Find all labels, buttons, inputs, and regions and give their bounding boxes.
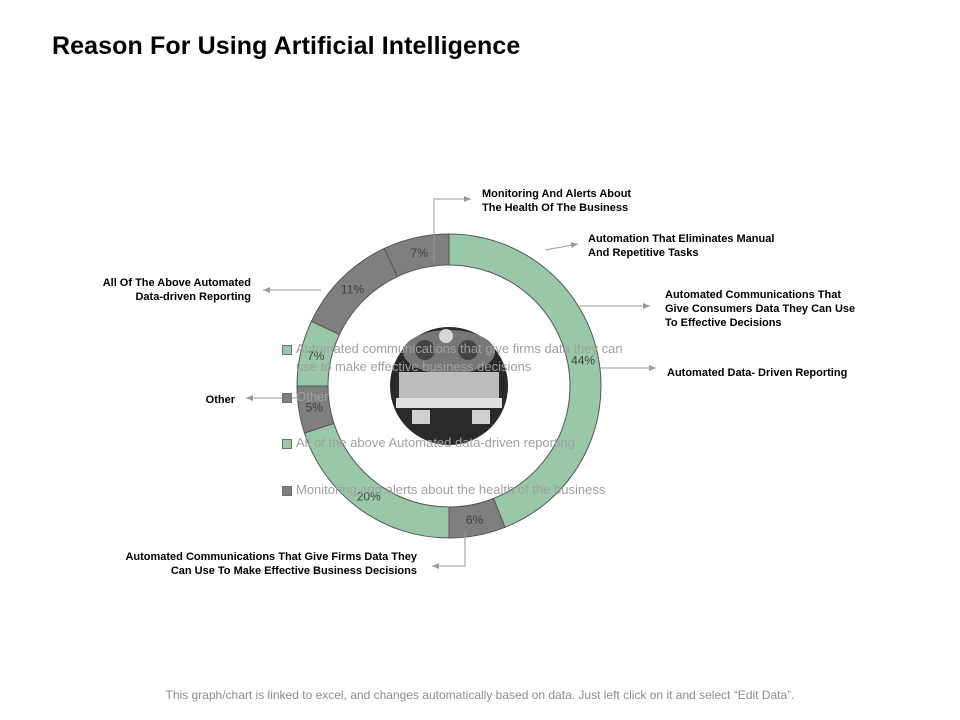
legend-label: Automated communications that give firms… xyxy=(296,341,623,374)
leader-lines xyxy=(246,196,656,569)
legend-swatch xyxy=(282,393,292,403)
donut-slices xyxy=(296,233,602,539)
legend-item: Other xyxy=(282,388,626,406)
legend-item: Automated communications that give firms… xyxy=(282,340,626,376)
center-photo xyxy=(390,327,508,445)
legend-label: All of the above Automated data-driven r… xyxy=(296,435,575,450)
annotation-reporting: Automated Data- Driven Reporting xyxy=(667,367,848,379)
leader-automation xyxy=(544,242,579,251)
annotation-firms: Automated Communications That Give Firms… xyxy=(125,551,417,577)
slice-label-4: 7% xyxy=(307,349,325,363)
legend-label: Monitoring and alerts about the health o… xyxy=(296,482,606,497)
slice-labels: 44% 6% 20% 5% 7% 11% 7% xyxy=(306,246,596,527)
annotation-all-above: All Of The Above Automated Data-driven R… xyxy=(102,277,251,303)
annotation-other: Other xyxy=(205,394,235,406)
footer-note: This graph/chart is linked to excel, and… xyxy=(165,688,795,702)
slice-label-2: 20% xyxy=(357,489,381,503)
donut-slice-6 xyxy=(383,233,450,278)
slice-label-3: 5% xyxy=(306,400,324,414)
slice-label-6: 7% xyxy=(411,246,429,260)
leader-firms xyxy=(432,532,466,569)
leader-monitoring xyxy=(433,196,471,262)
legend-item: All of the above Automated data-driven r… xyxy=(282,434,626,452)
legend-swatch xyxy=(282,486,292,496)
legend-label: Other xyxy=(296,389,329,404)
slice-label-0: 44% xyxy=(571,353,595,367)
annotation-consumers: Automated Communications That Give Consu… xyxy=(665,289,856,329)
legend-item: Monitoring and alerts about the health o… xyxy=(282,481,626,499)
annotation-automation: Automation That Eliminates Manual And Re… xyxy=(588,233,775,259)
annotation-monitoring: Monitoring And Alerts About The Health O… xyxy=(482,188,632,214)
page-title: Reason For Using Artificial Intelligence xyxy=(52,32,521,60)
slice-label-1: 6% xyxy=(466,513,484,527)
legend-swatch xyxy=(282,345,292,355)
legend-swatch xyxy=(282,439,292,449)
slice-label-5: 11% xyxy=(341,282,364,296)
